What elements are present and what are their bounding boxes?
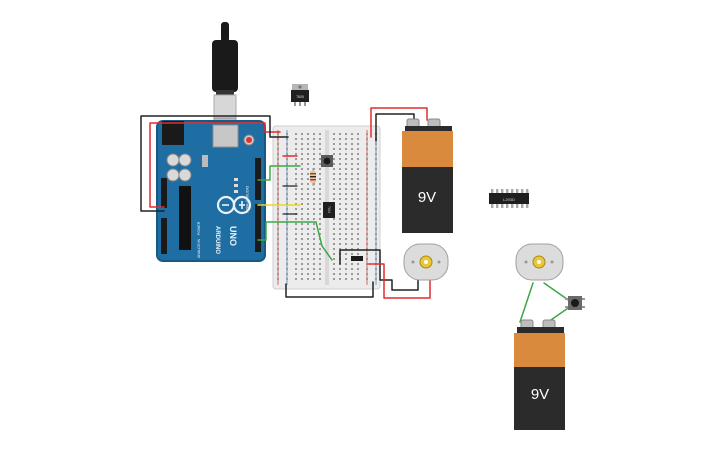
wire-battery1-red[interactable]: [370, 107, 428, 138]
wire-battery1-black[interactable]: [375, 113, 415, 142]
reset-button[interactable]: [246, 137, 252, 143]
battery1-label: 9V: [418, 189, 436, 206]
dc-motor-2[interactable]: [515, 243, 564, 281]
wire-bottom-black[interactable]: [285, 281, 374, 298]
battery-9v-2[interactable]: 9V: [514, 319, 565, 430]
wire-green-pwm[interactable]: [257, 221, 333, 261]
wire-red-5v[interactable]: [149, 122, 281, 208]
transistor[interactable]: [351, 256, 363, 261]
usb-cable[interactable]: [212, 22, 238, 137]
digital-header-bottom[interactable]: [255, 204, 261, 252]
resistor[interactable]: [310, 168, 316, 186]
digital-header-label: DIGITAL (PWM~): [245, 186, 249, 213]
regulator-label: 7805: [296, 95, 304, 99]
arduino-logo-icon: [216, 195, 252, 215]
atmega-chip: [179, 186, 191, 250]
breadboard-holes[interactable]: [277, 133, 377, 280]
breadboard-ic[interactable]: 7404: [323, 202, 335, 218]
arduino-brand-label: ARDUINO: [214, 226, 220, 254]
wire-black-gnd[interactable]: [140, 115, 289, 212]
breadboard-ic-label: 7404: [327, 206, 331, 213]
push-button-2[interactable]: [565, 296, 585, 310]
arduino-uno-board[interactable]: ARDUINO UNO POWER ANALOG IN DIGITAL (PWM…: [156, 120, 266, 262]
wire-motor2-green-a[interactable]: [519, 282, 534, 323]
voltage-regulator[interactable]: 7805: [291, 84, 309, 106]
power-jack[interactable]: [162, 121, 184, 145]
wire-green-signal[interactable]: [257, 165, 301, 181]
digital-header-top[interactable]: [255, 158, 261, 200]
arduino-model-label: UNO: [228, 226, 238, 246]
usb-port[interactable]: [212, 124, 239, 148]
wires[interactable]: [140, 107, 575, 323]
chip-label: L293D: [503, 197, 515, 202]
wire-motor1-black[interactable]: [339, 249, 419, 291]
wire-motor1-red[interactable]: [367, 263, 431, 299]
power-header[interactable]: [161, 178, 167, 208]
power-header-label: POWER: [197, 221, 201, 235]
battery2-label: 9V: [531, 386, 549, 403]
analog-header-label: ANALOG IN: [197, 238, 201, 258]
battery-9v-1[interactable]: 9V: [402, 118, 453, 233]
analog-header[interactable]: [161, 218, 167, 254]
breadboard-push-button[interactable]: [321, 155, 333, 167]
motor-driver-chip[interactable]: L293D: [489, 189, 529, 208]
dc-motor-1[interactable]: [403, 243, 449, 281]
